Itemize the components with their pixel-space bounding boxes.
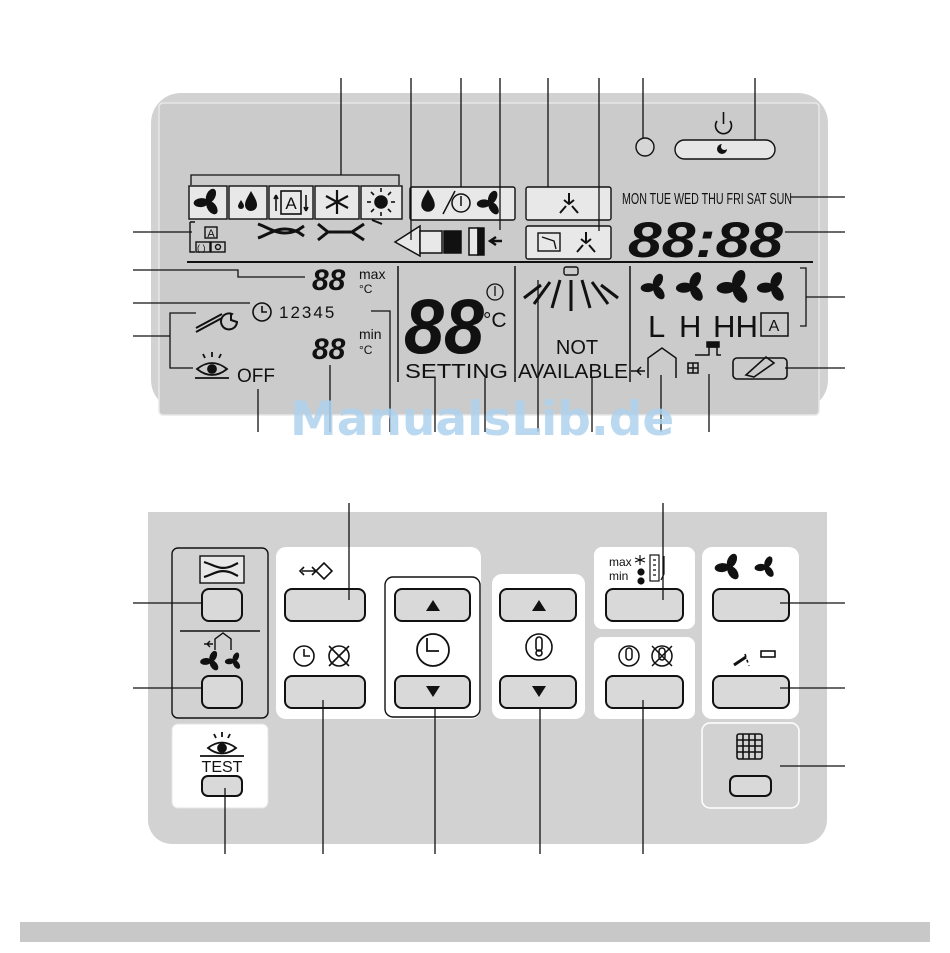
footer-bar: [20, 922, 930, 942]
watermark: ManualsLib.de: [290, 392, 674, 447]
fan-speed-high: H: [679, 309, 701, 344]
fan-auto-letter: A: [769, 318, 780, 335]
fan-speed-low: L: [648, 309, 665, 344]
test-label: TEST: [202, 759, 243, 776]
direction-button[interactable]: [285, 589, 365, 621]
max-label: max: [609, 555, 632, 569]
setting-temp-digits: 88: [404, 282, 485, 370]
min-unit: °C: [359, 343, 373, 357]
program-numbers: 12345: [279, 303, 336, 322]
max-unit: °C: [359, 282, 373, 296]
min-label: min: [609, 569, 628, 583]
on-off-button[interactable]: [675, 140, 775, 159]
clock-display: 88:88: [628, 212, 783, 268]
inspection-test-button[interactable]: [202, 776, 242, 796]
available-label: AVAILABLE: [518, 361, 628, 383]
air-swing-button[interactable]: [713, 676, 789, 708]
auto-icon-letter: A: [285, 194, 297, 213]
min-temp-digits: 88: [312, 333, 346, 366]
timer-program-button[interactable]: [285, 676, 365, 708]
setting-unit: °C: [483, 309, 507, 332]
off-label: OFF: [237, 366, 275, 387]
auto-vent-letter: A: [207, 228, 215, 240]
min-label: min: [359, 326, 382, 342]
thermo-off-button[interactable]: [606, 676, 683, 708]
airflow-box-2: [526, 226, 611, 259]
max-temp-digits: 88: [312, 264, 346, 297]
lcd-panel: A A ( ): [151, 93, 828, 415]
remote-panel: TEST max min: [148, 512, 827, 844]
weekday-labels: MON TUE WED THU FRI SAT SUN: [622, 191, 792, 208]
fan-speed-button[interactable]: [713, 589, 789, 621]
ventilation-amount-button[interactable]: [202, 676, 242, 708]
fan-speed-very-high: HH: [713, 309, 758, 344]
ventilation-mode-icon-box: [200, 556, 244, 583]
vent-bracket-text: ( ): [197, 243, 206, 253]
max-label: max: [359, 266, 385, 282]
max-min-button[interactable]: [606, 589, 683, 621]
filter-reset-button[interactable]: [730, 776, 771, 796]
ventilation-mode-button[interactable]: [202, 589, 242, 621]
setting-label: SETTING: [405, 361, 508, 383]
operation-lamp: [636, 138, 654, 156]
not-label: NOT: [556, 337, 598, 359]
